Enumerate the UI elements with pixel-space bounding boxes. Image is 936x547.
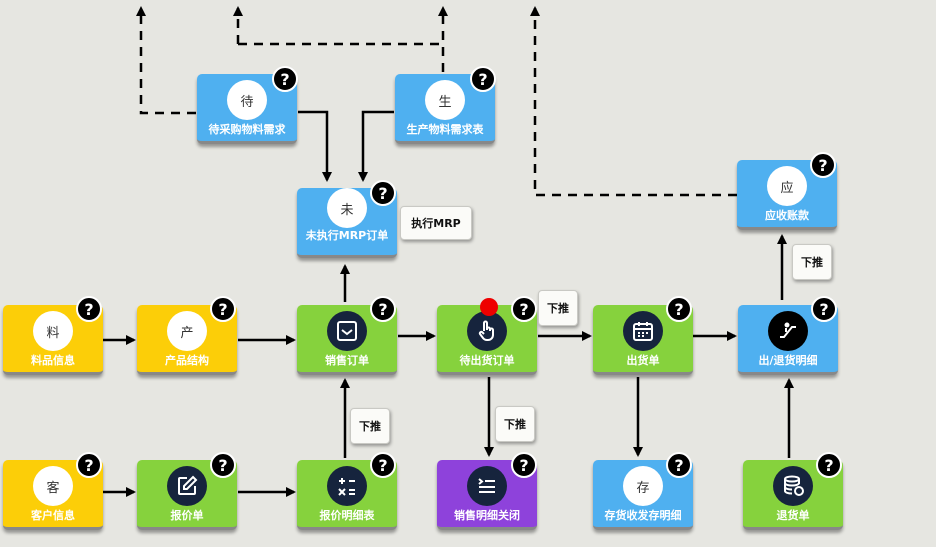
help-icon[interactable]: ?: [370, 296, 396, 322]
push-quote-button[interactable]: 下推: [350, 408, 390, 444]
node-label: 报价明细表: [319, 509, 375, 522]
node-label: 待出货订单: [459, 354, 515, 367]
node-label: 销售订单: [325, 354, 369, 367]
arrow-prod-mrp: [358, 110, 394, 182]
push-pending-button[interactable]: 下推: [538, 290, 578, 326]
node-mrp-order[interactable]: 未 未执行MRP订单: [297, 188, 397, 258]
stock-detail-icon: 存: [623, 466, 663, 506]
help-icon[interactable]: ?: [76, 296, 102, 322]
product-structure-icon: 产: [167, 311, 207, 351]
node-label: 产品结构: [165, 354, 209, 367]
node-label: 料品信息: [31, 354, 75, 367]
node-sales-detail-close[interactable]: 销售明细关闭: [437, 460, 537, 530]
customer-info-icon: 客: [33, 466, 73, 506]
node-quote-detail[interactable]: 报价明细表: [297, 460, 397, 530]
notification-badge: [480, 298, 498, 316]
push-close-button[interactable]: 下推: [495, 406, 535, 442]
dashed-link-prodreq: [238, 8, 443, 72]
help-icon[interactable]: ?: [272, 66, 298, 92]
help-icon[interactable]: ?: [210, 452, 236, 478]
mrp-order-icon: 未: [327, 188, 367, 228]
help-icon[interactable]: ?: [666, 452, 692, 478]
node-label: 出货单: [626, 354, 660, 367]
list-icon: [467, 466, 507, 506]
node-label: 销售明细关闭: [454, 509, 520, 522]
node-shipment[interactable]: 出货单: [593, 305, 693, 375]
escalator-icon: [768, 311, 808, 351]
dashed-link-purchase: [136, 6, 196, 115]
node-label: 生产物料需求表: [406, 123, 484, 136]
help-icon[interactable]: ?: [470, 66, 496, 92]
help-icon[interactable]: ?: [811, 296, 837, 322]
node-label: 待采购物料需求: [208, 123, 286, 136]
node-label: 未执行MRP订单: [305, 229, 389, 242]
dashed-link-receivable: [530, 6, 737, 197]
edit-icon: [167, 466, 207, 506]
calculator-icon: [327, 466, 367, 506]
node-label: 报价单: [170, 509, 204, 522]
node-label: 应收账款: [765, 209, 809, 222]
help-icon[interactable]: ?: [511, 296, 537, 322]
receivable-icon: 应: [767, 166, 807, 206]
help-icon[interactable]: ?: [816, 452, 842, 478]
push-receivable-button[interactable]: 下推: [792, 244, 832, 280]
help-icon[interactable]: ?: [511, 452, 537, 478]
node-label: 退货单: [776, 509, 810, 522]
purchase-requirement-icon: 待: [227, 80, 267, 120]
hand-pointer-icon: [467, 311, 507, 351]
help-icon[interactable]: ?: [810, 152, 836, 178]
help-icon[interactable]: ?: [666, 296, 692, 322]
help-icon[interactable]: ?: [370, 180, 396, 206]
node-label: 出/退货明细: [758, 354, 818, 367]
material-info-icon: 料: [33, 311, 73, 351]
calendar-icon: [623, 311, 663, 351]
node-label: 存货收发存明细: [604, 509, 682, 522]
database-icon: [773, 466, 813, 506]
help-icon[interactable]: ?: [210, 296, 236, 322]
arrow-purchase-mrp: [298, 110, 332, 182]
help-icon[interactable]: ?: [370, 452, 396, 478]
inbox-icon: [327, 311, 367, 351]
execute-mrp-button[interactable]: 执行MRP: [400, 206, 472, 240]
production-requirement-icon: 生: [425, 80, 465, 120]
node-label: 客户信息: [31, 509, 75, 522]
help-icon[interactable]: ?: [76, 452, 102, 478]
node-stock-detail[interactable]: 存 存货收发存明细: [593, 460, 693, 530]
